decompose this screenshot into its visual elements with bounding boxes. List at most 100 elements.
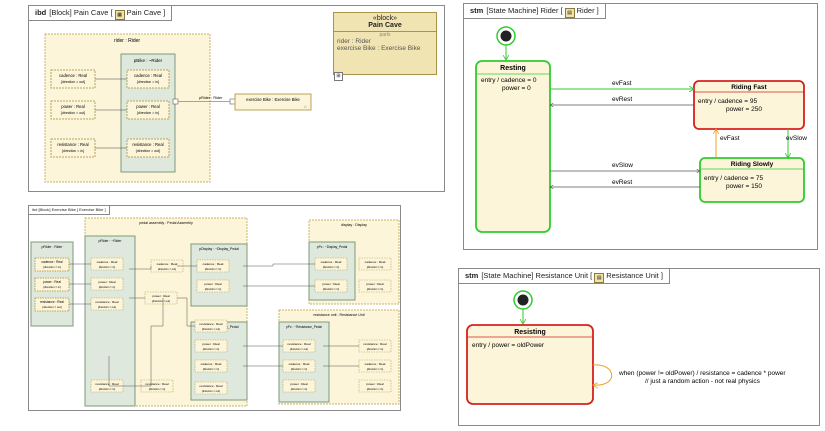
svg-text:{direction = in}: {direction = in} bbox=[43, 285, 61, 289]
bike-flow-power: power : Real{direction = in} bbox=[90, 277, 124, 291]
prider-port-square bbox=[229, 98, 236, 105]
state-machine-icon: ▤ bbox=[594, 273, 605, 283]
bike-flow-resistance: resistance : Real{direction = in} bbox=[358, 339, 392, 353]
svg-text:power = 250: power = 250 bbox=[726, 106, 762, 113]
svg-text:resistance : Real: resistance : Real bbox=[95, 300, 118, 304]
exercise-bike-part bbox=[234, 93, 312, 111]
svg-text:display : Display: display : Display bbox=[341, 223, 367, 227]
svg-text:{direction = in}: {direction = in} bbox=[291, 387, 308, 391]
svg-text:entry / cadence = 0: entry / cadence = 0 bbox=[481, 77, 537, 84]
block-stereotype: «block» bbox=[372, 15, 398, 22]
flow-row-power: power : Real {direction = out} power : R… bbox=[50, 100, 170, 120]
svg-text:{direction = out}: {direction = out} bbox=[202, 389, 220, 393]
svg-text:{direction = in}: {direction = in} bbox=[203, 347, 220, 351]
svg-text:{direction = out}: {direction = out} bbox=[61, 80, 86, 84]
ibd-pain-cave-tab[interactable]: ibd[Block] Pain Cave [▦Pain Cave ] bbox=[29, 6, 173, 21]
svg-text:{direction = in}: {direction = in} bbox=[323, 265, 340, 269]
stm-rider-canvas: Resting entry / cadence = 0 power = 0 Ri… bbox=[475, 26, 807, 233]
block-part-rider: rider : Rider bbox=[337, 38, 371, 45]
transition-evslow-down-label: evSlow bbox=[786, 135, 807, 142]
svg-text:pPc : ~Display_Pedal: pPc : ~Display_Pedal bbox=[317, 245, 348, 249]
svg-text:power : Real: power : Real bbox=[202, 342, 220, 346]
stm-resistance-tab[interactable]: stm[State Machine] Resistance Unit [▤Res… bbox=[459, 269, 670, 284]
svg-text:{direction = in}: {direction = in} bbox=[367, 347, 384, 351]
ibd-exercise-bike-tab[interactable]: ibd [Block] Exercise Bike [ Exercise Bik… bbox=[29, 206, 110, 215]
block-expand-icon[interactable]: ⊞ bbox=[334, 72, 343, 81]
pain-cave-block[interactable]: «block» Pain Cave parts rider : Rider ex… bbox=[333, 12, 437, 81]
svg-text:{direction = out}: {direction = out} bbox=[61, 111, 86, 115]
pbike-port-square bbox=[172, 98, 179, 105]
svg-text:power : Real: power : Real bbox=[98, 280, 116, 284]
transition-evrest-fast-label: evRest bbox=[612, 96, 632, 103]
rider-part-label: rider : Rider bbox=[114, 38, 140, 44]
svg-text:resistance : Real: resistance : Real bbox=[199, 322, 222, 326]
svg-text:cadence : Real: cadence : Real bbox=[157, 262, 178, 266]
bike-flow-power: power : Real{direction = in} bbox=[358, 279, 392, 293]
bike-flow-resistance: resistance : Real{direction = out} bbox=[282, 339, 316, 353]
diagram-kind-label: stm bbox=[470, 6, 484, 15]
svg-text:{direction = out}: {direction = out} bbox=[202, 327, 220, 331]
svg-text:cadence : Real: cadence : Real bbox=[97, 260, 118, 264]
svg-text:{direction = out}: {direction = out} bbox=[152, 299, 170, 303]
state-resting-name: Resting bbox=[500, 65, 526, 72]
svg-text:{direction = in}: {direction = in} bbox=[205, 267, 222, 271]
bike-flow-cadence: cadence : Real{direction = in} bbox=[194, 359, 228, 373]
svg-text:entry / cadence = 75: entry / cadence = 75 bbox=[704, 175, 763, 182]
svg-text:power = 150: power = 150 bbox=[726, 183, 762, 190]
svg-text:pDisplay : ~Display_Pedal: pDisplay : ~Display_Pedal bbox=[199, 247, 239, 251]
transition-evfast-up-label: evFast bbox=[720, 135, 740, 142]
flow-row-cadence: cadence : Real {direction = out} cadence… bbox=[50, 69, 170, 89]
svg-text:pRider : Rider: pRider : Rider bbox=[42, 245, 64, 249]
self-transition-guard: when (power != oldPower) / resistance = … bbox=[618, 370, 786, 377]
stm-rider-tab[interactable]: stm[State Machine] Rider [▤Rider ] bbox=[464, 4, 606, 19]
svg-text:pPc : ~Resistance_Pedal: pPc : ~Resistance_Pedal bbox=[286, 325, 322, 329]
svg-text:power : Real: power : Real bbox=[204, 282, 222, 286]
block-name: Pain Cave bbox=[334, 22, 436, 32]
svg-text:{direction = in}: {direction = in} bbox=[205, 287, 222, 291]
state-riding-fast-name: Riding Fast bbox=[731, 84, 767, 91]
svg-text:{direction = in}: {direction = in} bbox=[99, 387, 116, 391]
svg-text:{direction = out}: {direction = out} bbox=[42, 305, 62, 309]
svg-text:power : Real: power : Real bbox=[61, 104, 85, 109]
svg-text:resistance : Real: resistance : Real bbox=[57, 142, 88, 147]
svg-text:resistance : Real: resistance : Real bbox=[287, 342, 310, 346]
bike-flow-cadence: cadence : Real{direction = in} bbox=[314, 257, 348, 271]
svg-text:cadence : Real: cadence : Real bbox=[41, 260, 63, 264]
bike-connectors bbox=[69, 263, 359, 387]
svg-text:{direction = out}: {direction = out} bbox=[290, 347, 308, 351]
svg-text:cadence : Real: cadence : Real bbox=[134, 73, 162, 78]
svg-text:{direction = in}: {direction = in} bbox=[367, 367, 384, 371]
connector-label: pRider : Rider bbox=[199, 96, 223, 100]
bike-flow-cadence: cadence : Real{direction = in} bbox=[358, 359, 392, 373]
stm-resistance-frame: stm[State Machine] Resistance Unit [▤Res… bbox=[458, 268, 820, 426]
ibd-exercise-bike-canvas: pRider : Rider cadence : Real {direction… bbox=[30, 217, 400, 407]
svg-text:exercise Bike : Exercise Bike: exercise Bike : Exercise Bike bbox=[246, 97, 300, 102]
pdisplay-group bbox=[190, 243, 248, 307]
svg-text:{direction = in}: {direction = in} bbox=[149, 387, 166, 391]
bike-flow-boxes: cadence : Real{direction = in}power : Re… bbox=[90, 257, 392, 395]
svg-text:{direction = in}: {direction = in} bbox=[203, 367, 220, 371]
svg-text:{direction = out}: {direction = out} bbox=[158, 267, 176, 271]
svg-text:entry / cadence = 95: entry / cadence = 95 bbox=[698, 98, 757, 105]
svg-text:⌂: ⌂ bbox=[304, 104, 307, 109]
bike-flow-resistance: resistance : Real{direction = out} bbox=[90, 297, 124, 311]
bike-flow-power: power : Real{direction = in} bbox=[282, 379, 316, 393]
svg-text:cadence : Real: cadence : Real bbox=[321, 260, 342, 264]
flow-row-resistance: resistance : Real {direction = in} resis… bbox=[50, 138, 170, 158]
svg-text:power : Real: power : Real bbox=[152, 294, 170, 298]
transition-evslow-label: evSlow bbox=[612, 162, 633, 169]
bike-flow-power: power : Real{direction = in} bbox=[194, 339, 228, 353]
self-transition bbox=[593, 364, 613, 385]
svg-text:resistance : Real: resistance : Real bbox=[363, 342, 386, 346]
svg-text:power : Real: power : Real bbox=[43, 280, 61, 284]
svg-text:{direction = in}: {direction = in} bbox=[367, 287, 384, 291]
svg-text:cadence : Real: cadence : Real bbox=[203, 262, 224, 266]
state-resting bbox=[475, 60, 551, 233]
svg-text:cadence : Real: cadence : Real bbox=[365, 260, 386, 264]
svg-text:cadence : Real: cadence : Real bbox=[365, 362, 386, 366]
svg-text:{direction = in}: {direction = in} bbox=[367, 387, 384, 391]
diagram-kind-label: stm bbox=[465, 271, 479, 280]
bike-flow-resistance: resistance : Real{direction = out} bbox=[194, 319, 228, 333]
svg-text:resistance : Real: resistance : Real bbox=[199, 384, 222, 388]
transition-evfast-label: evFast bbox=[612, 80, 632, 87]
